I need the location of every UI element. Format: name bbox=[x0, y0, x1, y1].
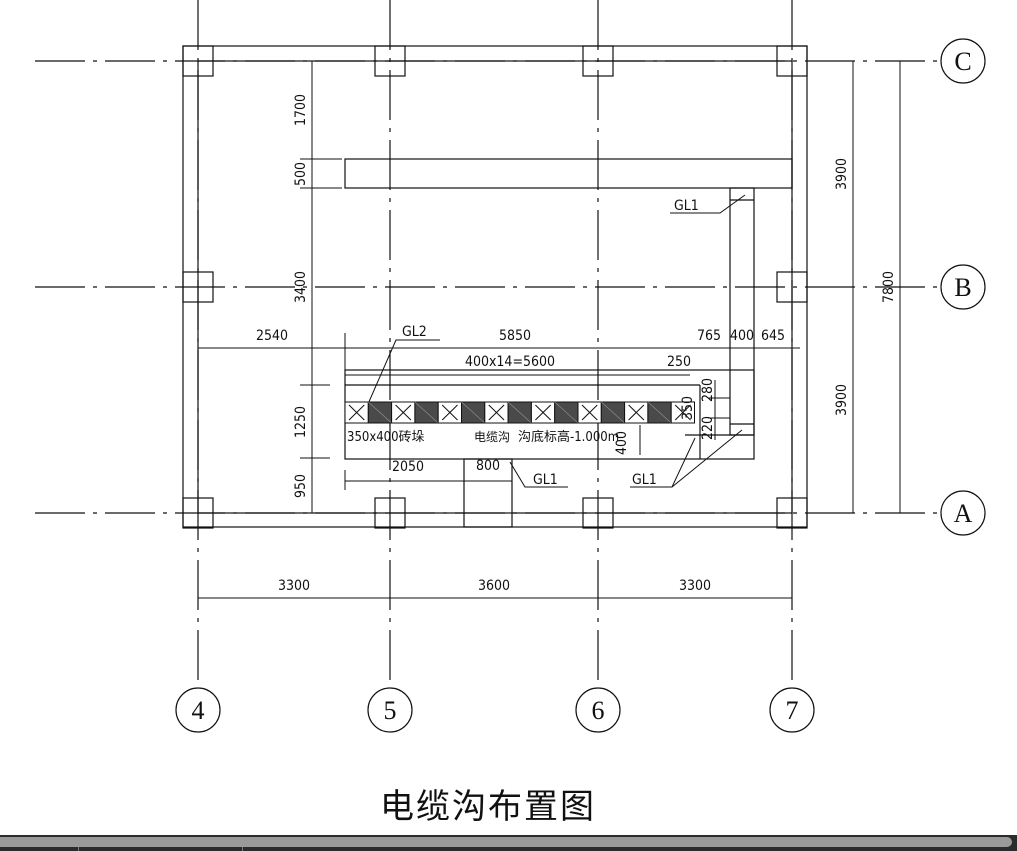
axis-bubble-6 bbox=[575, 687, 621, 733]
hatch-line bbox=[601, 401, 625, 424]
label-gl2: GL2 bbox=[402, 324, 427, 340]
dim-bottom-span-2: 3600 bbox=[478, 578, 510, 594]
column bbox=[582, 45, 614, 77]
hatch-line bbox=[554, 401, 579, 424]
dim-left-1250: 1250 bbox=[293, 406, 309, 438]
cross-mark bbox=[581, 404, 598, 421]
column bbox=[374, 497, 406, 529]
axis-bubble-B bbox=[940, 264, 986, 310]
dim-800: 800 bbox=[476, 458, 500, 474]
label-trench: 电缆沟 bbox=[474, 430, 510, 444]
axis-label-7: 7 bbox=[786, 696, 799, 725]
dim-220: 220 bbox=[700, 416, 716, 440]
axis-label-5: 5 bbox=[384, 696, 397, 725]
axis-label-6: 6 bbox=[592, 696, 605, 725]
axis-label-C: C bbox=[954, 47, 971, 76]
column bbox=[776, 497, 808, 529]
label-pier: 350x400砖垛 bbox=[347, 430, 425, 445]
dim-right-span-1: 3900 bbox=[834, 158, 850, 190]
pier-row bbox=[344, 401, 696, 424]
column bbox=[582, 497, 614, 529]
horizontal-scrollbar[interactable] bbox=[0, 835, 1017, 851]
dim-bottom-span-1: 3300 bbox=[278, 578, 310, 594]
dim-bottom-span-3: 3300 bbox=[679, 578, 711, 594]
column bbox=[776, 45, 808, 77]
column bbox=[776, 271, 808, 303]
cross-mark bbox=[674, 404, 691, 421]
dim-left-3400: 3400 bbox=[293, 271, 309, 303]
axis-bubble-4 bbox=[175, 687, 221, 733]
cross-mark bbox=[395, 404, 412, 421]
axis-label-4: 4 bbox=[192, 696, 205, 725]
dim-250: 250 bbox=[667, 354, 691, 370]
hatch-line bbox=[461, 401, 486, 424]
dim-trench-inner: 400x14=5600 bbox=[465, 354, 555, 370]
dim-400-depth: 400 bbox=[614, 431, 630, 455]
axis-bubble-A bbox=[940, 490, 986, 536]
axis-label-A: A bbox=[954, 499, 973, 528]
label-gl1-bottom-b: GL1 bbox=[632, 472, 657, 488]
scrollbar-track[interactable] bbox=[0, 837, 1012, 847]
inner-wall bbox=[197, 60, 793, 514]
hatch-line bbox=[368, 401, 392, 424]
status-divider bbox=[242, 847, 243, 851]
hatch-line bbox=[414, 401, 439, 424]
axis-bubble-5 bbox=[367, 687, 413, 733]
hatch-line bbox=[647, 401, 672, 424]
column bbox=[182, 271, 214, 303]
axis-bubble-7 bbox=[769, 687, 815, 733]
axis-label-B: B bbox=[954, 273, 971, 302]
cross-mark bbox=[628, 404, 645, 421]
status-divider bbox=[78, 847, 79, 851]
cross-mark bbox=[488, 404, 505, 421]
dim-2540: 2540 bbox=[256, 328, 288, 344]
cross-mark bbox=[348, 404, 365, 421]
column bbox=[182, 45, 214, 77]
cross-mark bbox=[535, 404, 552, 421]
axis-bubble-C bbox=[940, 38, 986, 84]
hatch-line bbox=[507, 401, 532, 424]
drawing-title: 电缆沟布置图 bbox=[380, 787, 596, 827]
vertical-trench bbox=[729, 187, 755, 436]
trench-opening bbox=[463, 458, 513, 528]
dim-2050: 2050 bbox=[392, 459, 424, 475]
dim-left-950: 950 bbox=[293, 474, 309, 498]
upper-trench bbox=[344, 158, 793, 189]
column bbox=[182, 497, 214, 529]
label-gl1-top: GL1 bbox=[674, 198, 699, 214]
label-gl1-bottom-a: GL1 bbox=[533, 472, 558, 488]
dim-280: 280 bbox=[700, 378, 716, 402]
cross-mark bbox=[441, 404, 458, 421]
dim-5850: 5850 bbox=[499, 328, 531, 344]
dim-765: 765 bbox=[697, 328, 721, 344]
dim-400: 400 bbox=[730, 328, 754, 344]
dim-645: 645 bbox=[761, 328, 785, 344]
dim-left-500: 500 bbox=[293, 162, 309, 186]
label-trench-bottom: 沟底标高-1.000m bbox=[518, 429, 619, 445]
dim-left-1700: 1700 bbox=[293, 94, 309, 126]
dim-right-total: 7800 bbox=[881, 271, 897, 303]
dim-350: 350 bbox=[680, 396, 696, 420]
column bbox=[374, 45, 406, 77]
dim-right-span-2: 3900 bbox=[834, 384, 850, 416]
